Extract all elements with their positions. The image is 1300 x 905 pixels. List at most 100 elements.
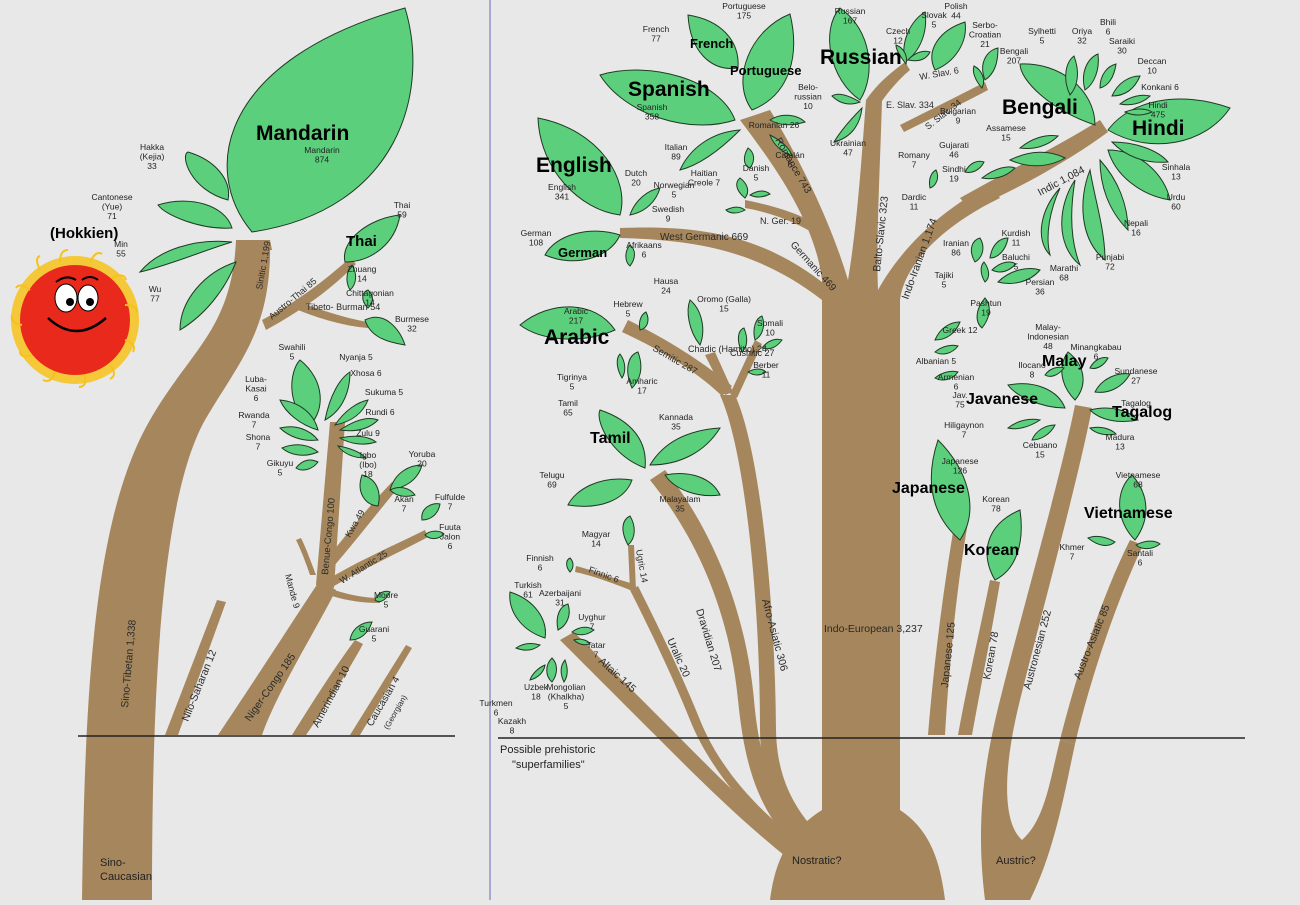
branch-sinitic-top <box>236 240 272 252</box>
leaf-sindhi <box>980 166 1016 180</box>
language-label-line: Armenian <box>938 372 975 382</box>
language-label-zulu: Zulu 9 <box>356 428 380 438</box>
language-label-line: 6 <box>788 160 793 170</box>
language-label-line: (Kejia) <box>140 152 165 162</box>
leaf-assamese <box>1018 135 1060 149</box>
language-label-line: 60 <box>1171 202 1181 212</box>
language-label-line: 6 <box>1138 558 1143 568</box>
language-label-line: 27 <box>1131 376 1141 386</box>
language-label-line: Albanian 5 <box>916 356 956 366</box>
language-label-line: 7 <box>912 160 917 170</box>
language-label-line: Amharic <box>626 376 658 386</box>
language-label-line: Russian <box>835 6 866 16</box>
branch-austronesian <box>980 405 1092 900</box>
root-label-line: Caucasian <box>100 871 152 883</box>
language-label-line: Romany <box>898 150 930 160</box>
leaf-saraiki <box>1111 75 1141 97</box>
language-label-line: Tajiki <box>935 270 954 280</box>
language-label-line: Sukuma 5 <box>365 387 404 397</box>
branch-ugric <box>628 545 636 590</box>
language-label-line: Greek 12 <box>943 325 978 335</box>
label-russian: Russian <box>820 46 902 69</box>
language-label-line: 77 <box>651 34 661 44</box>
language-label-line: Portuguese <box>722 1 766 11</box>
branch-w-atlantic <box>330 530 428 586</box>
language-label-line: Berber <box>753 360 779 370</box>
leaf-yoruba <box>389 464 423 491</box>
language-label-line: 6 <box>642 250 647 260</box>
language-label-line: Marathi <box>1050 263 1078 273</box>
leaf-catalan <box>769 133 793 157</box>
language-label-line: Korean <box>982 494 1010 504</box>
leaf-min <box>138 240 233 273</box>
branch-west-germanic <box>620 227 822 300</box>
branch-label: Mande 9 <box>283 573 302 609</box>
language-label-line: 341 <box>555 192 569 202</box>
language-label-line: Igbo <box>360 450 377 460</box>
leaf-pashtun <box>976 297 990 329</box>
language-label-line: 5 <box>278 468 283 478</box>
featured-labels: Mandarin Thai English Spanish French Por… <box>256 36 1185 559</box>
language-label-line: Santali <box>1127 548 1153 558</box>
leaf-armenian <box>934 370 959 381</box>
language-label-line: Hausa <box>654 276 679 286</box>
leaf-uyghur <box>571 626 595 636</box>
leaf-dutch <box>629 187 661 216</box>
branch-nilo-saharan <box>165 600 226 735</box>
leaf-zulu <box>336 445 368 459</box>
language-label-line: 13 <box>1115 442 1125 452</box>
root-label-line: Nostratic? <box>792 855 842 867</box>
leaf-somali <box>761 338 783 350</box>
language-label-line: 18 <box>363 469 373 479</box>
leaf-javanese <box>1007 383 1066 409</box>
language-label-line: Cebuano <box>1023 440 1058 450</box>
leaf-tigrinya <box>616 353 626 379</box>
leaf-azerbaijani <box>556 603 570 631</box>
language-label-line: 6 <box>494 708 499 718</box>
rambutan-face-icon <box>10 249 139 388</box>
language-label-line: 44 <box>951 11 961 21</box>
language-label-line: Tigrinya <box>557 372 587 382</box>
language-label-line: 14 <box>357 274 367 284</box>
language-label-line: Polish <box>944 1 967 11</box>
language-label-line: (Khalkha) <box>548 692 585 702</box>
leaf-polish <box>903 11 927 63</box>
label-tamil: Tamil <box>590 430 631 447</box>
label-arabic: Arabic <box>544 326 610 349</box>
language-label-line: Gujarati <box>939 140 969 150</box>
branch-chadic <box>705 352 733 395</box>
leaf-belorussian <box>831 93 862 105</box>
language-label-line: Shona <box>246 432 271 442</box>
language-label-line: 78 <box>991 504 1001 514</box>
leaf-turkish <box>509 591 546 639</box>
language-label-line: 5 <box>672 190 677 200</box>
language-label-line: 24 <box>661 286 671 296</box>
language-label-line: Bhili <box>1100 17 1116 27</box>
leaf-afrikaans <box>625 244 635 267</box>
language-label-line: 69 <box>547 480 557 490</box>
language-label-line: Swahili <box>279 342 306 352</box>
leaf-cantonese <box>157 200 233 229</box>
language-label-line: 10 <box>1147 66 1157 76</box>
leaf-chittagonian <box>362 289 373 309</box>
language-label-line: 55 <box>116 249 126 259</box>
leaf-sukuma <box>338 417 379 432</box>
language-label-sukuma: Sukuma 5 <box>365 387 404 397</box>
leaf-luba <box>279 399 319 431</box>
